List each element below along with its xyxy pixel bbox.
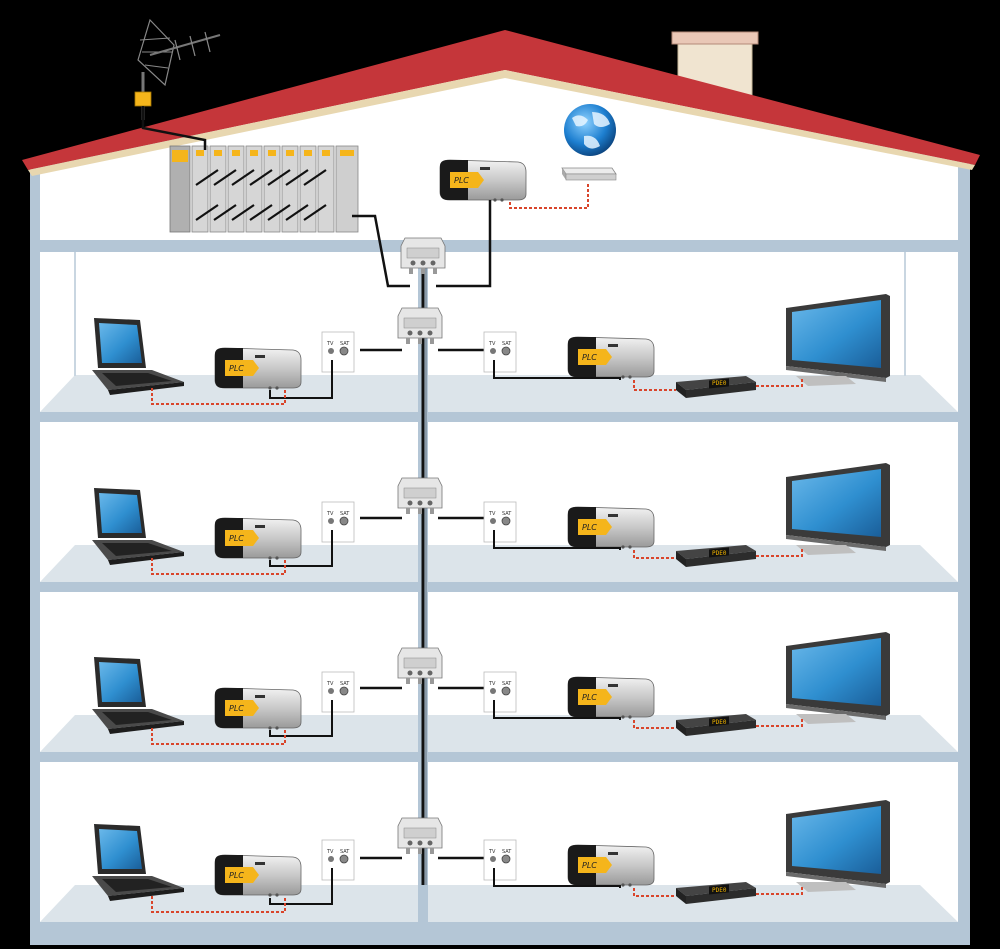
attic-plc-adapter — [439, 159, 527, 203]
floor-1-right-plc — [567, 336, 655, 380]
floor-2-stb-display: PDE0 — [712, 550, 727, 557]
floor-3-left-plc — [214, 687, 302, 731]
antenna-cable — [141, 106, 207, 150]
floor-4: PDE0 — [92, 800, 890, 913]
floor-4-left-outlet — [321, 839, 355, 881]
floor-2-right-plc — [567, 506, 655, 550]
floor-1-left-outlet — [321, 331, 355, 373]
floor-3-right-plc — [567, 676, 655, 720]
headend-amplifier-rack — [169, 145, 359, 233]
floor-4-left-plc — [214, 854, 302, 898]
floor-1-left-plc — [214, 347, 302, 391]
internet-globe-icon — [564, 104, 616, 156]
rack-output-cable — [352, 214, 410, 288]
floor-1-stb-display: PDE0 — [712, 380, 727, 387]
floor-1: PDE0 — [92, 294, 890, 405]
floor-3-left-outlet — [321, 671, 355, 713]
floor-4-stb-display: PDE0 — [712, 887, 727, 894]
roof — [22, 30, 980, 170]
floor-3: PDE0 — [92, 632, 890, 745]
floor-4-right-outlet — [483, 839, 517, 881]
internet-router — [561, 167, 617, 181]
floor-2: PDE0 — [92, 463, 890, 575]
floor-4-right-plc — [567, 844, 655, 888]
ethernet-cable-router — [509, 182, 589, 209]
floor-2-left-outlet — [321, 501, 355, 543]
floor-1-right-outlet — [483, 331, 517, 373]
plc-coax-cable — [436, 200, 492, 288]
floor-2-right-outlet — [483, 501, 517, 543]
floor-3-stb-display: PDE0 — [712, 719, 727, 726]
floor-2-left-plc — [214, 517, 302, 561]
floor-3-right-outlet — [483, 671, 517, 713]
